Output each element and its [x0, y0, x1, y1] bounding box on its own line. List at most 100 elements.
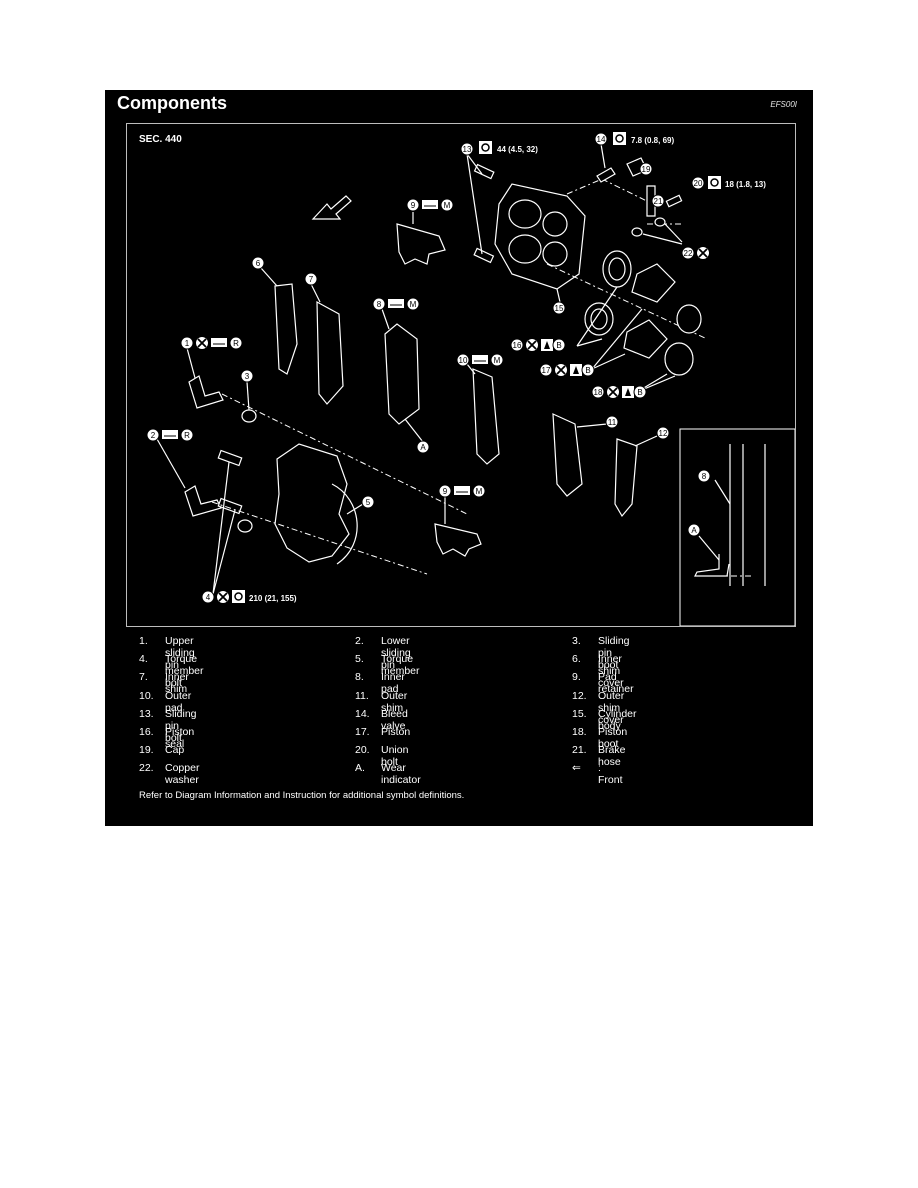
outer-shim-cover — [614, 438, 638, 518]
svg-text:15: 15 — [555, 304, 564, 313]
legend-part-name: Outer shim cover — [598, 689, 625, 726]
callout-10: 10 — [456, 353, 470, 367]
svg-text:B: B — [585, 366, 590, 375]
legend-number: 11. — [355, 689, 369, 702]
svg-text:9: 9 — [411, 201, 416, 210]
svg-text:R: R — [184, 431, 190, 440]
legend-part-name: Outer shim — [381, 689, 408, 714]
torque-member-bolt-lower — [217, 497, 243, 515]
legend-part-name: Bleed valve — [381, 707, 408, 732]
svg-text:2: 2 — [151, 431, 156, 440]
legend-part-name: Piston seal — [165, 726, 195, 750]
svg-text:11: 11 — [608, 418, 617, 427]
brake-fluid-symbol-b: B — [541, 338, 566, 352]
svg-text:17: 17 — [542, 366, 551, 375]
brake-hose — [646, 185, 656, 217]
legend-part-name: Inner shim — [165, 671, 189, 696]
callout-13: 13 — [460, 142, 474, 156]
legend-number: 10. — [139, 689, 154, 702]
legend-part-name: Inner shim cover — [598, 653, 624, 690]
svg-text:M: M — [494, 356, 501, 365]
callout-A: A — [416, 440, 430, 454]
svg-text:6: 6 — [256, 259, 261, 268]
legend-number: A. — [355, 762, 365, 775]
callout-7: 7 — [304, 272, 318, 286]
svg-text:9: 9 — [443, 487, 448, 496]
legend-number: 8. — [355, 671, 364, 684]
symbol-note: Refer to Diagram Information and Instruc… — [139, 790, 465, 801]
legend-number: 9. — [572, 671, 581, 684]
svg-text:3: 3 — [245, 372, 250, 381]
sliding-pin-boot-upper — [241, 409, 257, 423]
torque-label-20: 18 (1.8, 13) — [708, 176, 766, 189]
legend-number: 17. — [355, 726, 370, 738]
replace-icon — [555, 364, 567, 376]
torque-label-13: 44 (4.5, 32) — [479, 141, 538, 154]
inner-pad — [384, 323, 420, 425]
svg-text:7: 7 — [309, 275, 314, 284]
grease-symbol-m: M — [422, 198, 454, 212]
legend-number: 19. — [139, 744, 154, 757]
svg-text:4: 4 — [206, 593, 211, 602]
legend-number: 2. — [355, 635, 364, 647]
union-bolt — [665, 194, 683, 208]
grease-symbol-r: R — [211, 336, 243, 350]
exploded-view-diagram: SEC. 440 WFIA0643E — [139, 132, 795, 626]
legend-part-name: : Front — [598, 762, 623, 787]
legend-number: 7. — [139, 671, 148, 684]
svg-text:5: 5 — [366, 498, 371, 507]
legend-part-name: Pad retainer — [598, 671, 634, 696]
sliding-pin-boot-lower — [237, 519, 253, 533]
inset-callout-A: A — [687, 523, 701, 537]
legend-number: 3. — [572, 635, 581, 647]
front-arrow-icon — [311, 195, 352, 220]
legend-part-name: Torque member — [381, 653, 420, 678]
legend-part-name: Copper washer — [165, 762, 200, 787]
svg-text:R: R — [233, 339, 239, 348]
svg-text:19: 19 — [642, 165, 651, 174]
svg-text:21: 21 — [654, 197, 663, 206]
callout-4: 4 — [201, 590, 215, 604]
callout-9-top: 9 — [406, 198, 420, 212]
legend-part-name: Upper sliding pin — [165, 635, 195, 671]
replace-icon — [697, 247, 709, 259]
legend-number: 12. — [572, 689, 587, 702]
svg-text:44 (4.5, 32): 44 (4.5, 32) — [497, 145, 538, 154]
legend-part-name: Torque member bolt — [165, 653, 204, 690]
legend-part-name: Cap — [165, 744, 185, 757]
sliding-pin-bolts — [466, 153, 495, 264]
torque-label-4: 210 (21, 155) — [232, 590, 297, 603]
legend-number: 4. — [139, 653, 148, 666]
callout-2: 2 — [146, 428, 160, 442]
grease-symbol-m: M — [388, 297, 420, 311]
svg-text:18: 18 — [594, 388, 603, 397]
pad-retainer-top — [396, 223, 446, 265]
svg-text:10: 10 — [459, 356, 468, 365]
copper-washer-2 — [654, 217, 666, 227]
replace-icon — [526, 339, 538, 351]
callout-9-bottom: 9 — [438, 484, 452, 498]
legend-number: 15. — [572, 707, 587, 720]
legend-number: 16. — [139, 726, 154, 738]
callout-12: 12 — [656, 426, 670, 440]
legend-part-name: Inner pad — [381, 671, 405, 696]
torque-member — [274, 443, 350, 563]
legend-part-name: Union bolt — [381, 744, 409, 769]
replace-icon — [607, 386, 619, 398]
callout-22: 22 — [681, 246, 695, 260]
inner-shim — [316, 300, 344, 405]
legend-number: 18. — [572, 726, 587, 738]
legend-number: 5. — [355, 653, 364, 666]
grease-symbol-m: M — [454, 484, 486, 498]
replace-icon — [217, 591, 229, 603]
legend-number: 14. — [355, 707, 370, 720]
svg-text:210 (21, 155): 210 (21, 155) — [249, 594, 297, 603]
callout-8: 8 — [372, 297, 386, 311]
svg-text:A: A — [691, 526, 697, 535]
outer-shim — [552, 413, 583, 497]
cylinder-body — [494, 183, 586, 290]
svg-text:B: B — [556, 341, 561, 350]
torque-member-bolt-upper — [217, 449, 243, 467]
legend-part-name: Sliding pin boot — [598, 635, 630, 671]
legend-number: 6. — [572, 653, 581, 666]
